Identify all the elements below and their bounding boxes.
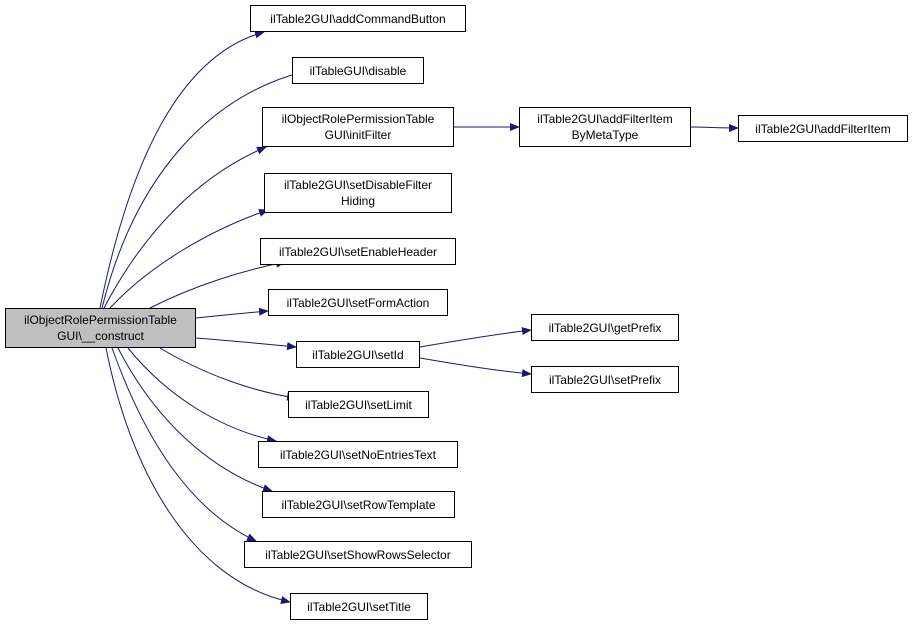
node-setLimit[interactable]: ilTable2GUI\setLimit <box>288 391 429 418</box>
node-label: ilTable2GUI\setId <box>312 347 404 362</box>
edge-root-to-disable <box>101 69 307 309</box>
edge-root-to-setLimit <box>159 347 297 401</box>
node-setFormAction[interactable]: ilTable2GUI\setFormAction <box>268 289 448 316</box>
edge-root-to-addCommandButton <box>99 30 265 309</box>
node-label: ilTable2GUI\setPrefix <box>548 372 662 387</box>
edge-root-to-setEnableHeader <box>149 259 286 309</box>
node-label: ilObjectRolePermissionTable <box>281 112 435 126</box>
edge-root-to-setShowRowsSelector <box>111 347 257 542</box>
node-addFilterItem[interactable]: ilTable2GUI\addFilterItem <box>738 115 908 142</box>
node-getPrefix[interactable]: ilTable2GUI\getPrefix <box>531 314 679 341</box>
node-label: ilTable2GUI\setLimit <box>305 397 412 412</box>
node-disable[interactable]: ilTableGUI\disable <box>292 57 424 84</box>
node-label: ByMetaType <box>571 128 639 142</box>
node-label: ilTable2GUI\setShowRowsSelector <box>265 547 451 562</box>
node-setPrefix[interactable]: ilTable2GUI\setPrefix <box>531 366 679 393</box>
node-setShowRowsSelector[interactable]: ilTable2GUI\setShowRowsSelector <box>244 541 472 568</box>
node-addCommandButton[interactable]: ilTable2GUI\addCommandButton <box>250 5 466 32</box>
node-label: Hiding <box>340 194 376 208</box>
node-label: ilTable2GUI\setDisableFilter <box>283 178 433 192</box>
edge-root-to-setFormAction <box>195 307 269 319</box>
edge-addFilterItemByMetaType-to-addFilterItem <box>690 123 739 132</box>
edge-root-to-setDisableFilterHiding <box>109 209 269 309</box>
node-label: ilTable2GUI\setTitle <box>307 599 411 614</box>
node-label: ilObjectRolePermissionTable <box>24 313 177 327</box>
node-label: ilTable2GUI\setRowTemplate <box>281 497 436 512</box>
node-setTitle[interactable]: ilTable2GUI\setTitle <box>290 593 428 620</box>
node-label: ilTable2GUI\addFilterItem <box>755 121 891 136</box>
node-label: ilTable2GUI\setEnableHeader <box>278 244 438 259</box>
node-label: ilTable2GUI\setFormAction <box>286 295 430 310</box>
node-label: ilTableGUI\disable <box>309 63 407 78</box>
node-setNoEntriesText[interactable]: ilTable2GUI\setNoEntriesText <box>258 441 458 468</box>
node-label: ilTable2GUI\getPrefix <box>548 320 662 335</box>
node-setEnableHeader[interactable]: ilTable2GUI\setEnableHeader <box>260 238 456 265</box>
node-label: GUI\__construct <box>57 329 144 343</box>
edge-root-to-setTitle <box>105 347 291 604</box>
edge-setId-to-getPrefix <box>419 327 532 348</box>
edge-root-to-initFilter <box>103 146 267 309</box>
edge-root-to-setRowTemplate <box>117 347 273 492</box>
node-label: ilTable2GUI\addCommandButton <box>270 11 446 26</box>
node-setRowTemplate[interactable]: ilTable2GUI\setRowTemplate <box>262 491 455 518</box>
edge-setId-to-setPrefix <box>419 357 532 378</box>
node-setId[interactable]: ilTable2GUI\setId <box>296 341 420 368</box>
node-label: ilTable2GUI\addFilterItem <box>537 112 673 126</box>
node-label: GUI\initFilter <box>324 128 392 142</box>
node-label: ilTable2GUI\setNoEntriesText <box>279 447 437 462</box>
edge-root-to-setId <box>195 337 297 351</box>
edge-root-to-setNoEntriesText <box>127 347 277 444</box>
